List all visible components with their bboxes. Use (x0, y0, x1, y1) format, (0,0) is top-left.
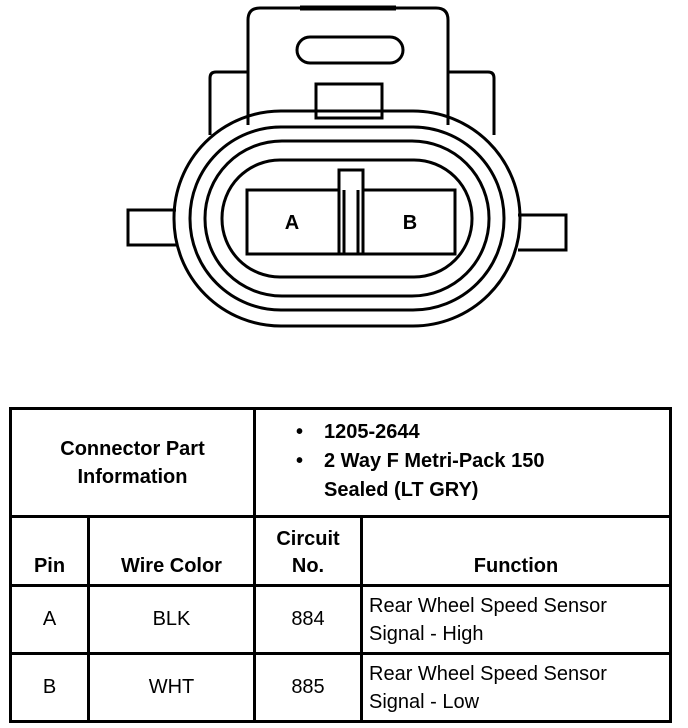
header-wire-color: Wire Color (87, 515, 256, 587)
right-ear (446, 70, 496, 135)
connector-table: Connector Part Information 1205-2644 2 W… (9, 407, 672, 723)
row-a-function-line2: Signal - High (369, 622, 484, 645)
table-row: B WHT 885 Rear Wheel Speed Sensor Signal… (9, 652, 672, 723)
header-circuit-line2: No. (291, 555, 325, 577)
info-description: 2 Way F Metri-Pack 150 Sealed (LT GRY) (296, 447, 669, 505)
info-description-line1: 2 Way F Metri-Pack 150 (324, 450, 545, 472)
header-function: Function (360, 515, 672, 587)
left-post (126, 208, 176, 247)
pin-a-label: A (285, 212, 299, 234)
tab-latch (314, 82, 384, 120)
row-b-pin: B (9, 652, 90, 723)
header-row: Pin Wire Color Circuit No. Function (9, 515, 672, 587)
row-a-circuit: 884 (253, 584, 363, 655)
row-a-function-line1: Rear Wheel Speed Sensor (369, 594, 607, 617)
header-circuit-line1: Circuit (276, 528, 340, 550)
row-b-circuit: 885 (253, 652, 363, 723)
row-a-function: Rear Wheel Speed Sensor Signal - High (360, 584, 672, 655)
header-pin: Pin (9, 515, 90, 587)
header-circuit: Circuit No. (253, 515, 363, 587)
tab-slot (295, 35, 405, 65)
cavity-a (245, 188, 341, 256)
row-b-function-line2: Signal - Low (369, 690, 480, 713)
connector-diagram: A B (126, 5, 568, 328)
info-row: Connector Part Information 1205-2644 2 W… (9, 407, 672, 518)
info-list-cell: 1205-2644 2 Way F Metri-Pack 150 Sealed … (253, 407, 672, 518)
center-key (337, 168, 365, 256)
info-description-line2: Sealed (LT GRY) (324, 479, 479, 501)
seal-ring-2 (203, 139, 491, 298)
cavity-b (361, 188, 457, 256)
inner-face (220, 158, 474, 279)
pin-b-label: B (403, 212, 417, 234)
info-label-line2: Information (77, 465, 188, 488)
row-a-wire-color: BLK (87, 584, 256, 655)
outer-shell (172, 109, 522, 328)
row-b-function-line1: Rear Wheel Speed Sensor (369, 662, 607, 685)
right-post (518, 213, 568, 252)
row-a-pin: A (9, 584, 90, 655)
left-ear (208, 70, 250, 135)
info-part-number: 1205-2644 (296, 418, 669, 447)
table-row: A BLK 884 Rear Wheel Speed Sensor Signal… (9, 584, 672, 655)
info-list: 1205-2644 2 Way F Metri-Pack 150 Sealed … (256, 412, 669, 513)
info-label-cell: Connector Part Information (9, 407, 256, 518)
seal-ring-1 (188, 125, 506, 312)
row-b-function: Rear Wheel Speed Sensor Signal - Low (360, 652, 672, 723)
info-label-line1: Connector Part (60, 437, 205, 460)
row-b-wire-color: WHT (87, 652, 256, 723)
